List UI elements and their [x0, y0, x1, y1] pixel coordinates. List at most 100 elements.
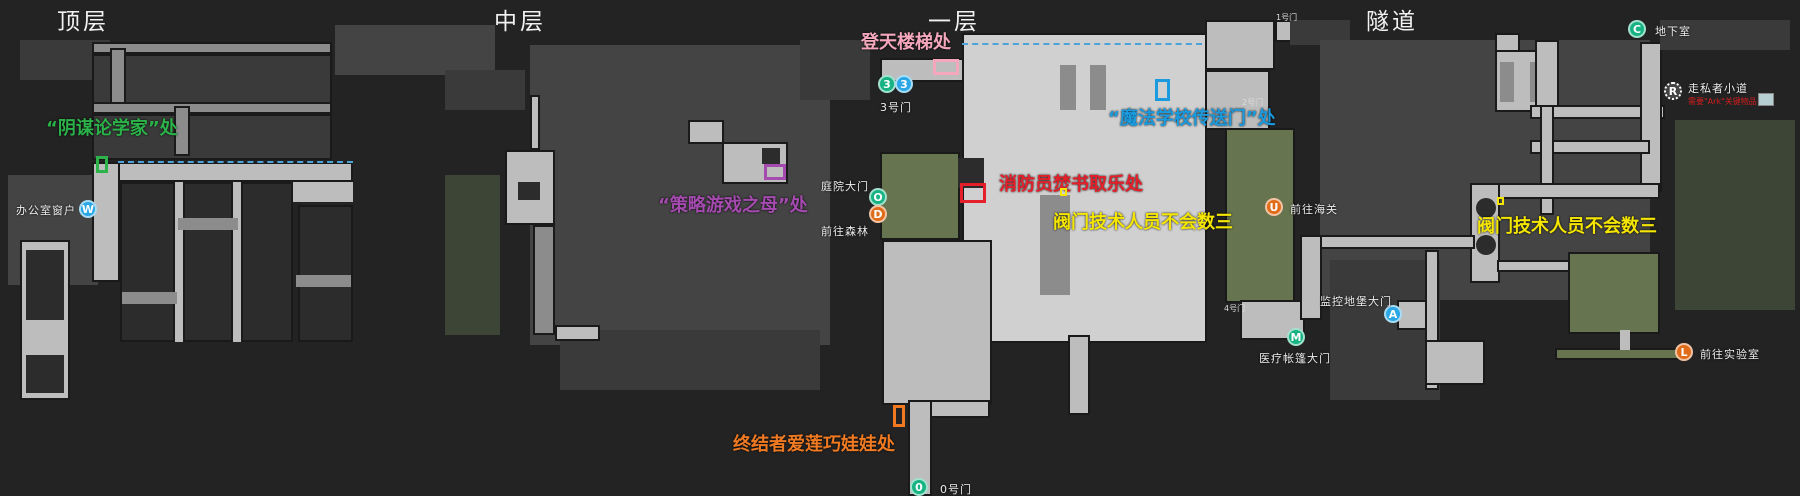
- extract-label-courtyard-gate: 庭院大门: [821, 180, 869, 193]
- map-hall: [962, 33, 1207, 343]
- map-corridor: [118, 162, 353, 182]
- map-room: [688, 120, 724, 144]
- map-room: [762, 148, 780, 164]
- map-yard: [1568, 252, 1660, 334]
- extract-requirement: 需要"Ark"关键物品: [1688, 97, 1757, 106]
- floor-title-ground: 一层: [928, 9, 980, 35]
- marker-conspiracy[interactable]: [96, 156, 108, 173]
- floor-title-middle: 中层: [494, 9, 546, 35]
- extract-label-smugglers-path: 走私者小道: [1688, 82, 1748, 95]
- map-room: [92, 54, 332, 104]
- extract-pin-u[interactable]: U: [1265, 198, 1283, 216]
- extract-pin-0[interactable]: 0: [910, 478, 928, 496]
- extract-label-to-lab: 前往实验室: [1700, 348, 1760, 361]
- extract-label-bunker-gate: 监控地堡大门: [1320, 295, 1392, 308]
- extract-pin-3-scav[interactable]: 3: [895, 75, 913, 93]
- map-walkway: [110, 48, 126, 104]
- map-machinery: [1040, 195, 1070, 295]
- map-area: [1330, 260, 1440, 400]
- map-room: [26, 355, 64, 393]
- map-walkway: [174, 106, 190, 156]
- marker-terminator[interactable]: [893, 405, 905, 427]
- map-window-line: [962, 43, 1202, 45]
- map-room: [1205, 70, 1270, 130]
- map-room: [445, 70, 525, 110]
- marker-strategy-game[interactable]: [764, 164, 786, 180]
- map-yard: [445, 175, 500, 335]
- map-window-line: [118, 161, 353, 163]
- floor-title-tunnels: 隧道: [1366, 9, 1418, 35]
- map-pit: [1476, 235, 1496, 255]
- map-corridor: [92, 162, 120, 282]
- extract-pin-l[interactable]: L: [1675, 343, 1693, 361]
- map-corridor: [1068, 335, 1090, 415]
- marker-firefighter[interactable]: [960, 183, 986, 203]
- map-room: [1205, 20, 1275, 70]
- map-corridor: [930, 400, 990, 418]
- map-walkway: [178, 218, 238, 230]
- extract-label-basement: 地下室: [1655, 25, 1691, 38]
- map-corridor: [1620, 330, 1630, 350]
- annotation-valve-ground: 阀门技术人员不会数三: [1053, 212, 1233, 233]
- extract-pin-r[interactable]: R: [1664, 82, 1682, 100]
- map-room: [505, 150, 555, 225]
- map-yard: [1675, 120, 1795, 310]
- marker-stairway[interactable]: [933, 59, 959, 75]
- map-corridor: [1300, 235, 1475, 249]
- annotation-terminator: 终结者爱莲巧娃娃处: [733, 434, 895, 455]
- map-pit: [1476, 198, 1496, 218]
- map-corridor: [233, 182, 241, 342]
- map-room: [26, 250, 64, 320]
- extract-pin-3-pmc[interactable]: 3: [878, 75, 896, 93]
- annotation-valve-tunnel: 阀门技术人员不会数三: [1477, 216, 1657, 237]
- gate-label-2: 2号门: [1242, 98, 1264, 107]
- map-room: [518, 182, 540, 200]
- map-corridor: [533, 225, 555, 335]
- extract-label-to-woods: 前往森林: [821, 225, 869, 238]
- floor-title-top: 顶层: [57, 9, 109, 35]
- map-yard: [880, 152, 960, 240]
- map-tank: [1500, 62, 1514, 102]
- extract-label-gate0: 0号门: [940, 483, 972, 496]
- gate-label-1: 1号门: [1276, 13, 1298, 22]
- annotation-conspiracy: “阴谋论学家”处: [46, 118, 178, 139]
- extract-pin-c[interactable]: C: [1628, 20, 1646, 38]
- map-walkway: [92, 42, 332, 54]
- map-tank: [1060, 65, 1076, 110]
- annotation-stairway: 登天楼梯处: [861, 32, 951, 53]
- map-corridor: [1535, 40, 1559, 115]
- map-room: [298, 205, 353, 342]
- extract-pin-w[interactable]: W: [79, 200, 97, 218]
- map-room: [120, 182, 175, 342]
- extract-pin-d[interactable]: D: [869, 205, 887, 223]
- map-room: [183, 182, 233, 342]
- map-room: [335, 25, 495, 75]
- map-walkway: [92, 102, 332, 114]
- gate-label-4: 4号门: [1224, 304, 1246, 313]
- map-room: [800, 40, 870, 100]
- map-room: [241, 182, 293, 342]
- map-corridor: [555, 325, 600, 341]
- map-corridor: [1497, 260, 1572, 272]
- map-walkway: [1555, 348, 1680, 360]
- map-corridor: [1640, 42, 1662, 192]
- map-room: [1660, 20, 1790, 50]
- annotation-magic-school: “魔法学校传送门”处: [1108, 108, 1276, 129]
- extract-label-to-customs: 前往海关: [1290, 203, 1338, 216]
- annotation-firefighter: 消防员焚书取乐处: [999, 174, 1143, 195]
- map-corridor: [175, 182, 183, 342]
- marker-valve-tunnel[interactable]: [1497, 197, 1504, 205]
- map-tank: [1090, 65, 1106, 110]
- marker-valve-ground[interactable]: [1060, 188, 1067, 196]
- extract-pin-m[interactable]: M: [1287, 328, 1305, 346]
- map-walkway: [296, 275, 351, 287]
- map-corridor: [293, 182, 353, 202]
- extract-pin-o[interactable]: O: [869, 188, 887, 206]
- map-corridor: [1530, 140, 1650, 154]
- extract-label-gate3: 3号门: [880, 101, 912, 114]
- marker-magic-school[interactable]: [1155, 79, 1170, 101]
- key-item-icon: [1758, 93, 1774, 106]
- map-room: [560, 330, 820, 390]
- extract-pin-a[interactable]: A: [1384, 305, 1402, 323]
